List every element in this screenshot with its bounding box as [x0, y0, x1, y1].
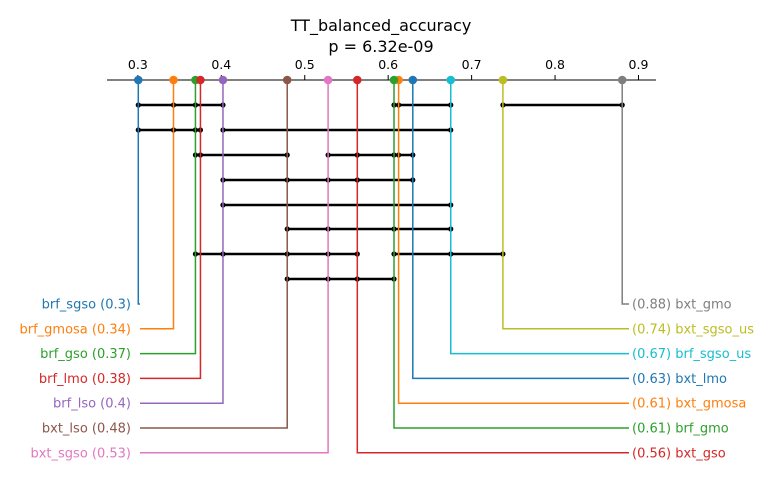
chart-title: TT_balanced_accuracy: [290, 16, 472, 36]
entry-connector: [140, 80, 329, 454]
entry-marker: [218, 75, 228, 85]
x-tick-label: 0.7: [462, 57, 482, 72]
clique-bar: [284, 226, 454, 232]
entry-bxt_sgso_us: (0.74) bxt_sgso_us: [498, 75, 754, 337]
entry-connector: [140, 80, 175, 330]
entry-marker: [323, 75, 333, 85]
x-tick-label: 0.8: [545, 57, 565, 72]
method-entries: brf_sgso (0.3) brf_gmosa (0.34) brf_gso (0…: [19, 75, 754, 461]
entry-bxt_sgso: bxt_sgso (0.53): [30, 75, 333, 461]
clique-bar: [135, 127, 204, 133]
x-tick-label: 0.6: [378, 57, 398, 72]
entry-marker: [133, 75, 143, 85]
clique-bar: [192, 152, 290, 158]
entry-label: bxt_lso (0.48): [42, 422, 131, 437]
entry-brf_gso: brf_gso (0.37): [40, 75, 200, 362]
x-tick-label: 0.5: [295, 57, 315, 72]
entry-brf_gmosa: brf_gmosa (0.34): [19, 75, 178, 337]
clique-bar: [192, 251, 360, 257]
entry-marker: [169, 75, 178, 85]
entry-label: (0.63) bxt_lmo: [632, 372, 727, 387]
clique-bar: [391, 102, 454, 108]
clique-bar: [284, 276, 397, 282]
entry-brf_sgso: brf_sgso (0.3): [42, 75, 143, 313]
entry-connector: [140, 80, 202, 380]
entry-marker: [282, 75, 292, 85]
entry-connector: [412, 80, 629, 380]
entry-bxt_lmo: (0.63) bxt_lmo: [408, 75, 727, 387]
entry-connector: [450, 80, 629, 355]
clique-bar: [391, 251, 506, 257]
entry-connector: [140, 80, 197, 355]
entry-brf_gmo: (0.61) brf_gmo: [389, 75, 729, 437]
entry-marker: [498, 75, 508, 85]
entry-bxt_gmo: (0.88) bxt_gmo: [617, 75, 732, 313]
entry-marker: [617, 75, 627, 85]
entry-connector: [356, 80, 629, 454]
entry-brf_lso: brf_lso (0.4): [53, 75, 228, 412]
entry-label: brf_lmo (0.38): [39, 372, 131, 387]
entry-connector: [393, 80, 629, 429]
entry-label: brf_lso (0.4): [53, 397, 131, 412]
entry-brf_sgso_us: (0.67) brf_sgso_us: [446, 75, 751, 362]
entry-connector: [140, 80, 288, 429]
entry-connector: [397, 80, 629, 404]
clique-bar: [220, 177, 416, 183]
x-tick-label: 0.4: [211, 57, 231, 72]
entry-bxt_gso: (0.56) bxt_gso: [353, 75, 726, 461]
entry-label: (0.56) bxt_gso: [632, 446, 726, 461]
entry-marker: [446, 75, 456, 85]
entry-bxt_lso: bxt_lso (0.48): [42, 75, 292, 437]
x-tick-label: 0.9: [629, 57, 649, 72]
entry-label: bxt_sgso (0.53): [30, 446, 131, 461]
entry-label: brf_gmosa (0.34): [19, 322, 131, 337]
entry-label: (0.74) bxt_sgso_us: [632, 322, 754, 337]
entry-brf_lmo: brf_lmo (0.38): [39, 75, 205, 387]
clique-bar: [220, 202, 454, 208]
entry-connector: [140, 80, 224, 404]
entry-marker: [353, 75, 362, 85]
entry-marker: [196, 75, 205, 85]
clique-bar: [220, 127, 454, 133]
clique-bar: [135, 102, 226, 108]
entry-label: (0.61) brf_gmo: [632, 422, 729, 437]
entry-label: (0.61) bxt_gmosa: [632, 397, 746, 412]
clique-bar: [500, 102, 625, 108]
x-tick-label: 0.3: [128, 57, 148, 72]
entry-label: (0.88) bxt_gmo: [632, 298, 732, 313]
clique-bar: [325, 152, 416, 158]
x-axis: 0.3 0.4 0.5 0.6 0.7 0.8 0.9: [107, 57, 656, 81]
entry-marker: [389, 75, 399, 85]
chart-subtitle: p = 6.32e-09: [328, 37, 433, 56]
entry-label: brf_sgso (0.3): [42, 298, 131, 313]
entry-connector: [502, 80, 629, 330]
entry-connector: [621, 80, 629, 305]
entry-label: (0.67) brf_sgso_us: [632, 347, 751, 362]
entry-marker: [408, 75, 418, 85]
entry-label: brf_gso (0.37): [40, 347, 131, 362]
entry-connector: [137, 80, 140, 305]
clique-bars: [135, 102, 625, 282]
